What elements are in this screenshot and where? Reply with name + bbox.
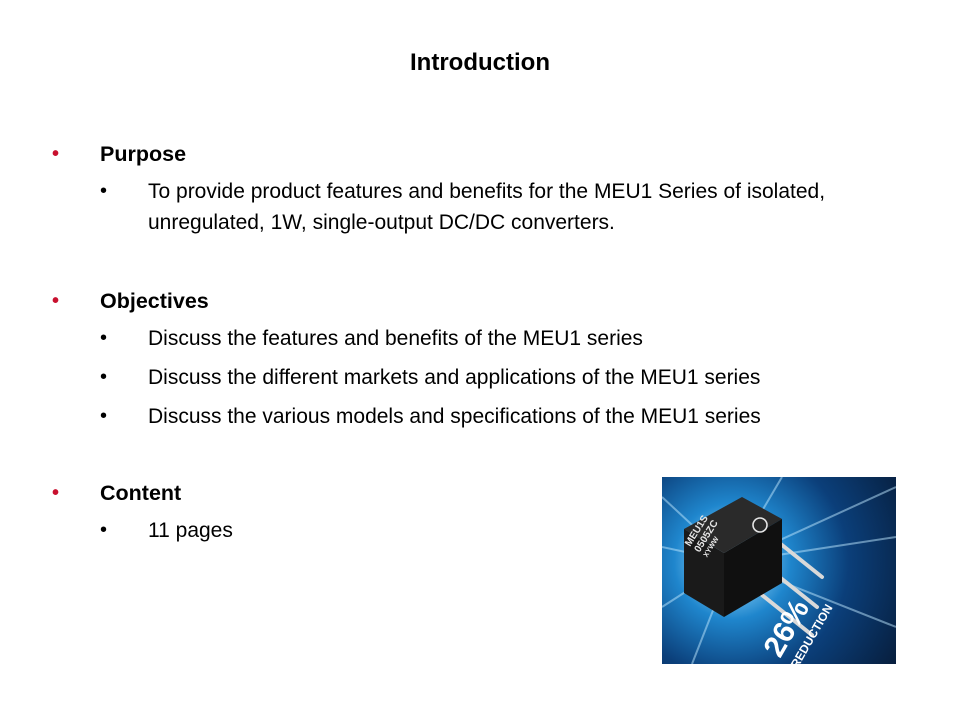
brand-logo-icon xyxy=(752,517,768,533)
section-heading: Purpose xyxy=(100,142,187,166)
item-text: To provide product features and benefits… xyxy=(148,180,826,234)
item-bullet: • xyxy=(100,327,108,349)
item-text: Discuss the features and benefits of the… xyxy=(148,327,643,350)
item-text: Discuss the various models and specifica… xyxy=(148,405,761,428)
slide-title: Introduction xyxy=(410,49,550,76)
item-bullet: • xyxy=(100,519,108,541)
list-item: • To provide product features and benefi… xyxy=(100,176,860,238)
list-item: • Discuss the features and benefits of t… xyxy=(100,323,761,362)
section-bullet: • xyxy=(52,290,60,312)
item-bullet: • xyxy=(100,405,108,427)
item-bullet: • xyxy=(100,180,108,202)
product-illustration: MEU1S 0505ZC XYWW 26% REDUCTION xyxy=(662,477,896,664)
section-content: • Content • 11 pages xyxy=(52,479,233,546)
section-heading: Objectives xyxy=(100,289,209,313)
section-bullet: • xyxy=(52,143,60,165)
section-bullet: • xyxy=(52,482,60,504)
section-purpose: • Purpose • To provide product features … xyxy=(52,140,860,238)
item-text: 11 pages xyxy=(148,519,233,542)
list-item: • 11 pages xyxy=(100,515,233,546)
item-text: Discuss the different markets and applic… xyxy=(148,366,761,389)
list-item: • Discuss the various models and specifi… xyxy=(100,401,761,432)
item-bullet: • xyxy=(100,366,108,388)
section-heading: Content xyxy=(100,481,182,505)
section-objectives: • Objectives • Discuss the features and … xyxy=(52,287,761,432)
product-image: MEU1S 0505ZC XYWW 26% REDUCTION xyxy=(662,477,896,664)
list-item: • Discuss the different markets and appl… xyxy=(100,362,761,401)
